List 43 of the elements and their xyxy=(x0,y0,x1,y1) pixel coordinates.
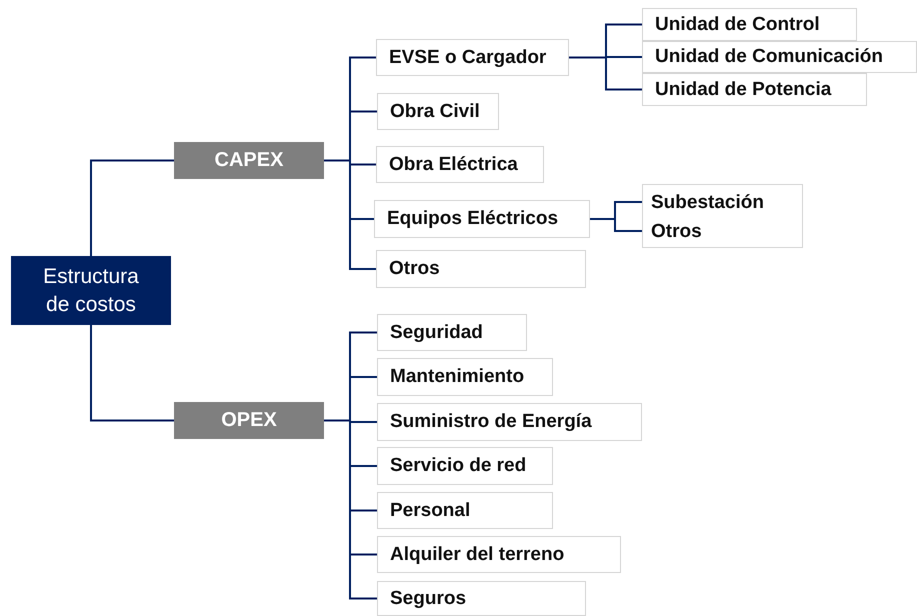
box-label: Servicio de red xyxy=(390,455,526,477)
item-box xyxy=(377,93,499,130)
item-box xyxy=(642,41,917,73)
item-box xyxy=(376,39,569,76)
item-box xyxy=(374,200,590,238)
box-label: Unidad de Control xyxy=(655,14,820,36)
box-label: Unidad de Potencia xyxy=(655,78,832,100)
root-box xyxy=(11,256,171,325)
item-box xyxy=(377,581,586,616)
box-label: Unidad de Comunicación xyxy=(655,46,884,68)
connector-line xyxy=(90,325,174,422)
connector-line xyxy=(324,160,376,270)
box-label: Personal xyxy=(390,500,470,522)
group-box xyxy=(642,184,803,248)
box-label: Otros xyxy=(389,258,440,280)
box-label: Seguros xyxy=(390,588,466,610)
item-box xyxy=(642,8,857,41)
item-box xyxy=(376,146,544,183)
box-label: Alquiler del terreno xyxy=(390,544,564,566)
item-box xyxy=(377,536,621,573)
box-label: Subestación xyxy=(651,192,764,214)
category-box xyxy=(174,142,324,179)
box-label: Seguridad xyxy=(390,322,483,344)
connector-line xyxy=(569,56,642,90)
box-label: Obra Civil xyxy=(390,100,480,122)
box-label: Suministro de Energía xyxy=(390,411,592,433)
box-label: EVSE o Cargador xyxy=(389,46,546,68)
box-label: Equipos Eléctricos xyxy=(387,208,558,230)
connector-line xyxy=(90,160,174,256)
box-label: CAPEX xyxy=(214,149,284,172)
item-box xyxy=(377,358,553,396)
category-box xyxy=(174,402,324,439)
item-box xyxy=(377,403,642,441)
box-label: Mantenimiento xyxy=(390,366,524,388)
item-box xyxy=(377,314,527,351)
item-box xyxy=(642,73,867,106)
item-box xyxy=(377,447,553,485)
item-box xyxy=(376,250,586,288)
box-label: Obra Eléctrica xyxy=(389,154,518,176)
item-box xyxy=(377,492,553,529)
box-label: Estructura de costos xyxy=(42,264,140,318)
box-label: OPEX xyxy=(221,409,277,432)
box-label: Otros xyxy=(651,221,702,243)
